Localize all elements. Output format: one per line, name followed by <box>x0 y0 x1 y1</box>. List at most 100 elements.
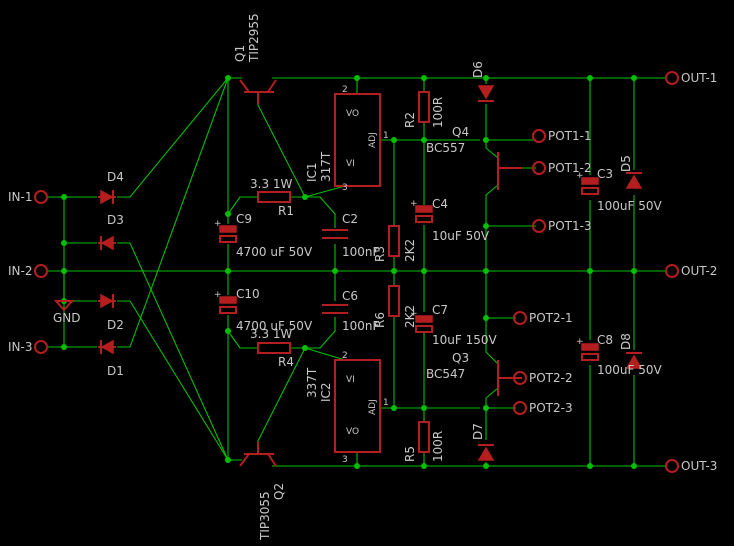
label-ic1-p1: 1 <box>383 131 389 141</box>
label-q1-value: TIP2955 <box>247 13 261 63</box>
pad-pot1-2 <box>532 161 546 175</box>
label-ic2-vi: VI <box>346 375 355 385</box>
resistor-r3 <box>388 225 400 257</box>
label-ic1-value: 317T <box>319 151 333 182</box>
svg-text:+: + <box>410 309 418 319</box>
pad-pot2-3 <box>513 401 527 415</box>
label-pot1-1: POT1-1 <box>548 129 592 143</box>
svg-text:+: + <box>576 171 584 181</box>
label-c9-name: C9 <box>236 212 252 226</box>
label-out-3: OUT-3 <box>681 459 717 473</box>
label-ic1-adj: ADJ <box>368 132 378 148</box>
label-r5-value: 100R <box>431 431 445 462</box>
label-pot1-2: POT1-2 <box>548 161 592 175</box>
transistor-q1 <box>239 79 277 104</box>
label-d6: D6 <box>471 61 485 78</box>
label-c4-name: C4 <box>432 197 448 211</box>
label-r2-name: R2 <box>403 112 417 128</box>
label-ic1-vi: VI <box>346 159 355 169</box>
label-r3-value: 2K2 <box>403 239 417 262</box>
label-r4-name: R4 <box>278 355 294 369</box>
label-q3-value: BC547 <box>426 367 465 381</box>
label-q3-name: Q3 <box>452 351 469 365</box>
label-c2-value: 100nF <box>342 245 380 259</box>
label-in-3: IN-3 <box>8 340 32 354</box>
label-c7-name: C7 <box>432 303 448 317</box>
label-in-2: IN-2 <box>8 264 32 278</box>
pad-out-3 <box>665 459 679 473</box>
label-pot2-1: POT2-1 <box>529 311 573 325</box>
diode-d1 <box>98 339 116 355</box>
label-pot2-3: POT2-3 <box>529 401 573 415</box>
pad-in-1 <box>34 190 48 204</box>
pad-pot1-3 <box>532 219 546 233</box>
pad-out-2 <box>665 264 679 278</box>
diode-d2 <box>98 293 116 309</box>
transistor-q4 <box>497 152 522 190</box>
capacitor-c9: + <box>214 219 237 243</box>
label-ic2-name: IC2 <box>319 382 333 402</box>
label-r4-value: 3.3 1W <box>250 327 293 341</box>
resistor-r1 <box>257 191 291 203</box>
label-c6-name: C6 <box>342 289 358 303</box>
pad-pot1-1 <box>532 129 546 143</box>
label-ic1-p3: 3 <box>342 183 348 193</box>
label-ic2-value: 337T <box>305 367 319 398</box>
label-r5-name: R5 <box>403 446 417 462</box>
label-ic2-p2: 2 <box>342 351 348 361</box>
ic2-body <box>334 359 381 453</box>
capacitor-c3: + <box>576 171 599 195</box>
label-q1-name: Q1 <box>233 45 247 62</box>
components: + + + + + + <box>53 79 643 467</box>
svg-text:+: + <box>214 219 222 229</box>
resistor-r2 <box>418 91 430 123</box>
label-d7: D7 <box>471 423 485 440</box>
capacitor-c10: + <box>214 290 237 314</box>
svg-text:+: + <box>576 337 584 347</box>
capacitor-c2 <box>322 229 348 239</box>
label-d2: D2 <box>107 318 124 332</box>
label-c4-value: 10uF 50V <box>432 229 490 243</box>
label-out-2: OUT-2 <box>681 264 717 278</box>
label-r3-name: R3 <box>373 246 387 262</box>
diode-d4 <box>98 189 116 205</box>
label-q2-value: TIP3055 <box>258 491 272 541</box>
resistor-r5 <box>418 421 430 453</box>
capacitor-c8: + <box>576 337 599 361</box>
label-pot1-3: POT1-3 <box>548 219 592 233</box>
ic1-body <box>334 93 381 187</box>
label-c6-value: 100nF <box>342 319 380 333</box>
resistor-r4 <box>257 342 291 354</box>
label-in-1: IN-1 <box>8 190 32 204</box>
label-d3: D3 <box>107 213 124 227</box>
label-q4-name: Q4 <box>452 125 469 139</box>
label-r6-name: R6 <box>373 312 387 328</box>
label-r6-value: 2K2 <box>403 305 417 328</box>
label-ic2-adj: ADJ <box>368 399 378 415</box>
labels: IN-1 IN-2 IN-3 GND OUT-1 OUT-2 OUT-3 POT… <box>8 13 717 541</box>
label-c3-name: C3 <box>597 167 613 181</box>
label-r1-value: 3.3 1W <box>250 177 293 191</box>
label-d1: D1 <box>107 364 124 378</box>
capacitor-c6 <box>322 304 348 314</box>
svg-text:+: + <box>410 199 418 209</box>
resistor-r6 <box>388 285 400 317</box>
capacitor-c4: + <box>410 199 433 223</box>
junctions <box>61 75 637 469</box>
label-c8-name: C8 <box>597 333 613 347</box>
pad-out-1 <box>665 71 679 85</box>
transistor-q2 <box>239 442 277 467</box>
label-c8-value: 100uF 50V <box>597 363 662 377</box>
label-pot2-2: POT2-2 <box>529 371 573 385</box>
diode-d6 <box>477 85 495 102</box>
label-q4-value: BC557 <box>426 141 465 155</box>
capacitor-c7: + <box>410 309 433 333</box>
label-ic2-vo: VO <box>346 427 359 437</box>
gnd-symbol <box>53 300 75 312</box>
label-ic2-p3: 3 <box>342 455 348 465</box>
label-out-1: OUT-1 <box>681 71 717 85</box>
label-ic1-vo: VO <box>346 109 359 119</box>
label-c10-name: C10 <box>236 287 260 301</box>
label-r1-name: R1 <box>278 204 294 218</box>
